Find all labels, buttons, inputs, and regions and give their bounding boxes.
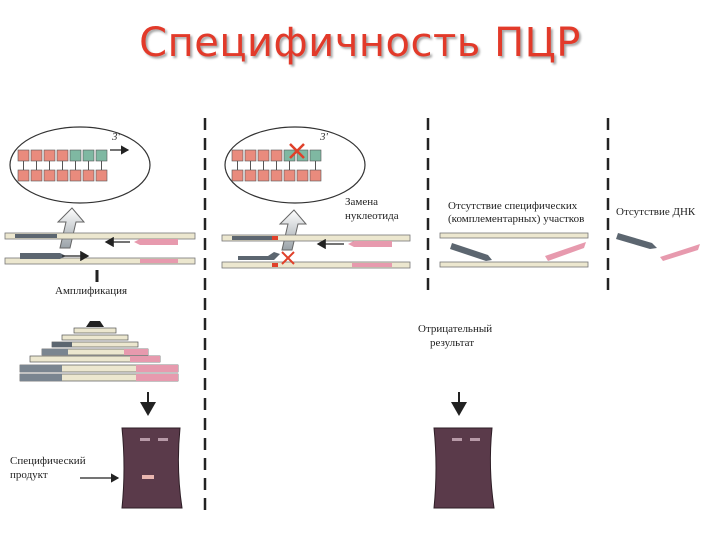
base-block-top <box>244 149 257 162</box>
panel-no-dna: Отсутствие ДНК <box>616 206 700 261</box>
base-block-top <box>231 149 244 162</box>
three-prime-label-2: 3' <box>319 131 329 143</box>
panel-no-specific-sites: Отсутствие специфических (комплементарны… <box>418 200 589 509</box>
base-block-bottom <box>296 169 309 182</box>
zoom-bubble-mismatch: 3' <box>224 126 366 204</box>
base-block-top <box>309 149 322 162</box>
column-separators <box>203 118 610 510</box>
base-block-top <box>43 149 56 162</box>
substitution-label-1: Замена <box>345 196 378 208</box>
template-dna-2 <box>221 234 411 269</box>
primers <box>20 236 178 262</box>
zoom-arrow-icon-2 <box>278 209 308 251</box>
base-block-bottom <box>309 169 322 182</box>
slide-title: Специфичность ПЦР <box>139 20 581 66</box>
panel-specific: 3' Амплификация <box>4 126 196 509</box>
primers-2 <box>238 238 392 265</box>
mismatch-cross-icon <box>289 143 305 159</box>
free-primer-dark <box>616 233 657 249</box>
base-block-top <box>69 149 82 162</box>
base-block-bottom <box>82 169 95 182</box>
gel-negative <box>433 427 495 509</box>
negative-label-2: результат <box>430 337 474 349</box>
base-block-bottom <box>95 169 108 182</box>
base-block-bottom <box>43 169 56 182</box>
free-primer-pink <box>660 244 700 261</box>
base-block-top <box>270 149 283 162</box>
base-block-bottom <box>17 169 30 182</box>
unbound-primer-pink <box>545 242 586 261</box>
three-prime-label: 3' <box>111 131 121 143</box>
base-block-bottom <box>69 169 82 182</box>
product-band <box>142 475 154 479</box>
base-block-top <box>257 149 270 162</box>
gel-positive <box>121 427 183 509</box>
panel-mismatch: 3' Замена нуклеотида <box>221 126 411 269</box>
amplification-label: Амплификация <box>55 285 127 297</box>
unbound-primer-dark <box>450 243 492 261</box>
base-block-top <box>17 149 30 162</box>
base-block-top <box>30 149 43 162</box>
amplification-pyramid <box>19 321 179 382</box>
template-dna <box>4 232 196 265</box>
negative-label-1: Отрицательный <box>418 323 492 335</box>
absence-specific-label-2: (комплементарных) участков <box>448 213 584 225</box>
base-block-top <box>82 149 95 162</box>
absence-specific-label-1: Отсутствие специфических <box>448 200 578 212</box>
absence-dna-label: Отсутствие ДНК <box>616 206 696 218</box>
specific-product-label-1: Специфический <box>10 455 86 467</box>
base-block-bottom <box>270 169 283 182</box>
base-block-bottom <box>56 169 69 182</box>
zoom-bubble-match: 3' <box>9 126 151 204</box>
specific-product-label-2: продукт <box>10 469 48 481</box>
base-block-bottom <box>244 169 257 182</box>
base-block-top <box>95 149 108 162</box>
base-block-bottom <box>257 169 270 182</box>
base-block-bottom <box>30 169 43 182</box>
base-block-top <box>56 149 69 162</box>
base-block-bottom <box>231 169 244 182</box>
substitution-label-2: нуклеотида <box>345 210 399 222</box>
base-block-bottom <box>283 169 296 182</box>
zoom-arrow-icon <box>56 207 86 249</box>
